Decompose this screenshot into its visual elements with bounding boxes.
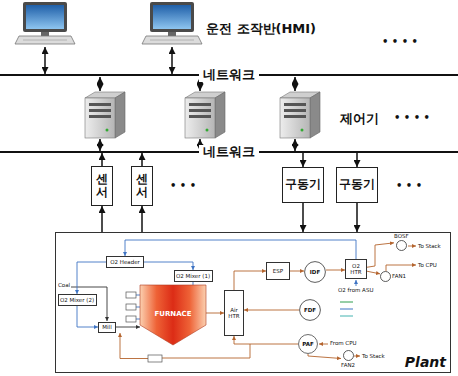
fan-circle xyxy=(380,271,391,282)
pipe-line xyxy=(290,271,304,272)
node-text: BOSF xyxy=(394,233,409,239)
node-text: IDF xyxy=(310,269,320,275)
server-icon xyxy=(185,92,225,138)
mixer-box: O2 Mixer (1) xyxy=(174,270,213,282)
stream-label: From CPU xyxy=(330,340,357,346)
node-text: 구동기 xyxy=(285,178,321,191)
furnace-shape: FURNACE xyxy=(140,285,206,345)
stream-label: To Stack xyxy=(418,243,441,249)
ellipsis-dots: • • • xyxy=(170,180,196,191)
mill-box: Mill xyxy=(98,322,116,333)
node-text: Plant xyxy=(405,355,446,370)
node-text: Air HTR xyxy=(225,307,243,319)
fan-symbol: FAN1 xyxy=(380,271,406,282)
link-arrow xyxy=(100,77,295,151)
sensor-box: 센서 xyxy=(131,166,153,206)
node-text: FDF xyxy=(304,307,316,313)
link-arrow xyxy=(44,47,46,74)
pipe-line xyxy=(244,310,299,311)
header-box: O2 Header xyxy=(106,256,144,268)
pipe-line xyxy=(326,270,345,271)
pipe-line xyxy=(116,327,140,328)
node-text: O2 HTR xyxy=(346,263,366,275)
signal-arrow xyxy=(101,206,103,232)
plant-frame: Plant O2 Header BOSF O2 Mixer (1) ESP IDF O2 H… xyxy=(55,232,451,373)
fan-symbol: FAN2 xyxy=(341,350,355,368)
pipe-line xyxy=(234,336,298,344)
node-text: PAF xyxy=(302,341,314,347)
ellipsis-dots: • • • xyxy=(396,180,422,191)
pipe-line xyxy=(125,240,356,259)
link-arrow xyxy=(171,47,173,74)
fan-symbol: PAF xyxy=(298,334,318,354)
pipe-line xyxy=(367,243,394,267)
server-icon xyxy=(85,92,125,138)
node-text: O2 Mixer (2) xyxy=(60,297,94,303)
fan-circle xyxy=(343,350,354,361)
pipe-line xyxy=(367,271,380,274)
stream-label: To Stack xyxy=(362,353,385,359)
group-label: 운전 조작반(HMI) xyxy=(206,22,316,36)
node-text: FAN2 xyxy=(341,362,355,368)
node-text: 네트워크 xyxy=(199,145,259,159)
signal-arrow xyxy=(302,203,304,232)
stream-label: O2 from ASU xyxy=(338,287,373,293)
signal-arrow xyxy=(101,153,103,166)
signal-arrow xyxy=(356,153,358,167)
network-bus: 네트워크 xyxy=(0,144,458,160)
signal-arrow xyxy=(302,153,304,167)
mixer-box: O2 Mixer (2) xyxy=(58,294,97,306)
computer-icon xyxy=(15,2,75,44)
pipe-line xyxy=(77,262,106,294)
server-icon xyxy=(280,92,320,138)
node-text: ESP xyxy=(273,268,283,274)
fan-symbol: IDF xyxy=(304,261,326,283)
node-text: O2 Header xyxy=(110,259,140,265)
fan-symbol: BOSF xyxy=(394,233,409,251)
computer-icon xyxy=(142,2,202,44)
pipe-line xyxy=(234,271,266,290)
node-text: FURNACE xyxy=(154,311,191,319)
signal-arrow xyxy=(141,206,143,232)
group-label: 제어기 xyxy=(340,112,379,126)
node-text: Mill xyxy=(102,324,111,330)
heater-box: O2 HTR xyxy=(345,259,367,279)
pipe-line xyxy=(308,354,341,358)
esp-box: ESP xyxy=(266,262,290,280)
node-text: 네트워크 xyxy=(199,68,259,82)
signal-arrow xyxy=(141,153,143,166)
stream-label: Coal xyxy=(58,282,70,288)
heater-box: Air HTR xyxy=(224,290,244,336)
pipe-line xyxy=(77,306,98,327)
ellipsis-dots: • • • • xyxy=(382,36,418,47)
ellipsis-dots: • • • • xyxy=(394,112,430,123)
fan-symbol: FDF xyxy=(299,299,321,321)
actuator-box: 구동기 xyxy=(282,167,324,203)
sensor-box: 센서 xyxy=(91,166,113,206)
network-bus: 네트워크 xyxy=(0,67,458,83)
node-text: 구동기 xyxy=(339,178,375,191)
signal-arrow xyxy=(356,203,358,232)
fan-circle xyxy=(396,240,407,251)
stream-label: To CPU xyxy=(418,262,437,268)
actuator-box: 구동기 xyxy=(336,167,378,203)
pipe-line xyxy=(144,262,193,270)
plant-piping xyxy=(71,246,416,359)
node-text: FAN1 xyxy=(392,273,406,279)
line-sample xyxy=(340,302,353,316)
node-text: 센서 xyxy=(136,173,148,199)
node-text: O2 Mixer (1) xyxy=(176,273,210,279)
node-text: 센서 xyxy=(96,173,108,199)
pipe-line xyxy=(206,313,224,314)
